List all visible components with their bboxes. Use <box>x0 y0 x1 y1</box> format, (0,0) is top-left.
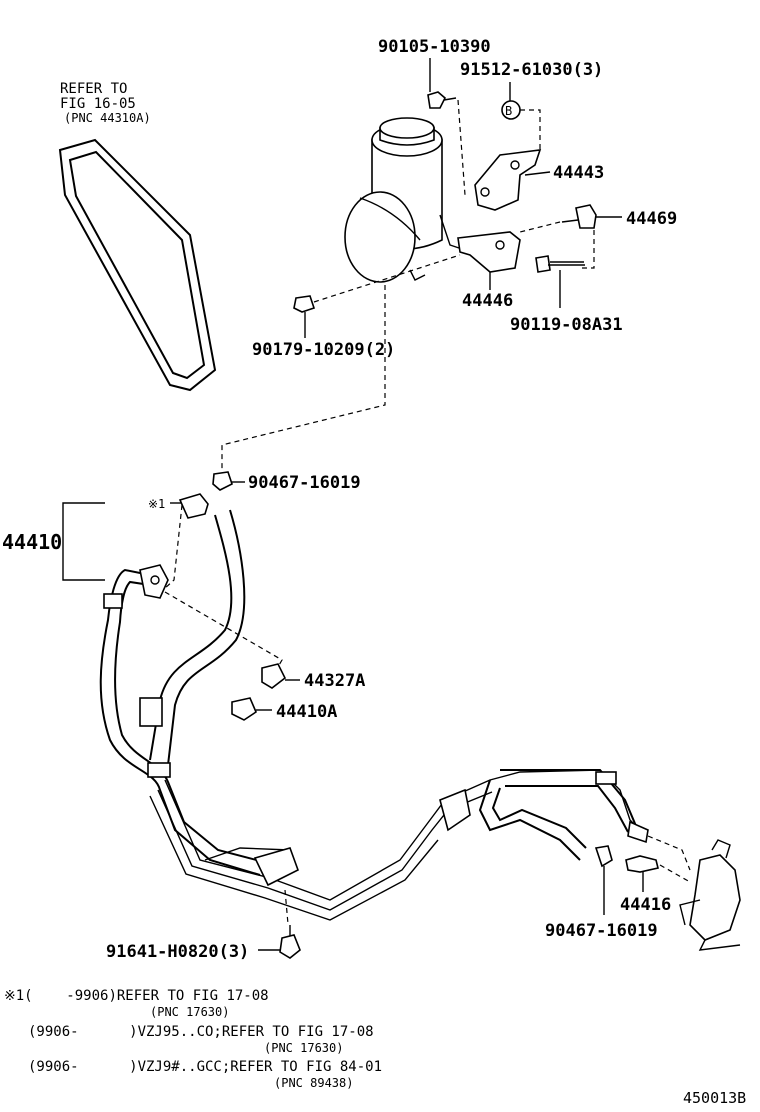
steering-gear <box>679 839 741 951</box>
bolt-90119 <box>535 255 585 273</box>
dash-91641 <box>284 889 289 925</box>
bolt-44469 <box>561 204 597 229</box>
footnotes: ※1( -9906)REFER TO FIG 17-08 (PNC 17630)… <box>4 988 382 1090</box>
note-2-line: (9906- )VZJ95..CO;REFER TO FIG 17-08 <box>28 1024 374 1040</box>
pressure-hose <box>99 568 265 876</box>
part-label-44416: 44416 <box>620 895 671 915</box>
part-label-90179-10209: 90179-10209(2) <box>252 340 395 360</box>
clip-90467-lower <box>594 845 613 868</box>
bracket-44443 <box>474 149 542 211</box>
belt-ref-line3: (PNC 44310A) <box>64 111 151 125</box>
dash-b-bracket <box>520 109 541 150</box>
steel-pipes <box>149 769 641 921</box>
part-44410a <box>231 697 257 721</box>
bolt-91641 <box>279 925 301 959</box>
fitting-star <box>178 493 209 519</box>
part-label-44410: 44410 <box>2 530 62 554</box>
note-1-line: ※1( -9906)REFER TO FIG 17-08 <box>4 988 269 1004</box>
pressure-pipe-end <box>500 769 649 844</box>
part-label-91512-61030: 91512-61030(3) <box>460 60 603 80</box>
marker-b-text: B <box>505 104 512 118</box>
part-label-90105-10390: 90105-10390 <box>378 37 491 57</box>
part-label-90467-16019-upper: 90467-16019 <box>248 473 361 493</box>
part-label-91641-H0820: 91641-H0820(3) <box>106 942 249 962</box>
belt-ref-line2: FIG 16-05 <box>60 96 136 112</box>
clip-90467-upper <box>212 471 233 491</box>
note-1-sub: (PNC 17630) <box>150 1005 229 1019</box>
dash-nut-to-bracket <box>313 254 461 303</box>
part-label-44410A: 44410A <box>276 702 337 722</box>
part-label-90119-08A31: 90119-08A31 <box>510 315 623 335</box>
part-label-44443: 44443 <box>553 163 604 183</box>
fitting-upper-joint <box>139 564 169 599</box>
dash-44416 <box>659 864 691 883</box>
part-44327a <box>261 663 287 689</box>
power-steering-pump <box>344 117 466 283</box>
part-label-44469: 44469 <box>626 209 677 229</box>
nut-90179 <box>293 295 316 313</box>
dash-pump-to-clip <box>221 285 386 470</box>
bracket-44410-outline <box>62 502 105 581</box>
hose-clamp-3 <box>147 762 171 778</box>
dash-44469 <box>580 230 595 269</box>
note-2-sub: (PNC 17630) <box>264 1041 343 1055</box>
part-label-90467-16019-lower: 90467-16019 <box>545 921 658 941</box>
return-hose <box>149 509 246 766</box>
bracket-44446 <box>457 231 521 273</box>
bolt-90105 <box>427 91 457 109</box>
dash-bolt-bracket <box>457 99 466 196</box>
gear-return-hose <box>478 779 587 861</box>
drive-belt <box>58 138 217 392</box>
part-label-44446: 44446 <box>462 291 513 311</box>
note-3-line: (9906- )VZJ9#..GCC;REFER TO FIG 84-01 <box>28 1059 382 1075</box>
pipe-clamp-center <box>253 847 299 887</box>
note-3-sub: (PNC 89438) <box>274 1076 353 1090</box>
part-label-44327A: 44327A <box>304 671 365 691</box>
star-mark: ※1 <box>148 497 165 511</box>
dash-bolt-to-bracket <box>519 221 561 233</box>
pipe-clamp-right <box>439 788 471 832</box>
belt-ref-line1: REFER TO <box>60 81 127 97</box>
dash-star-to-fitting <box>162 504 183 591</box>
diagram-id: 450013B <box>683 1089 746 1107</box>
hose-clamp-1 <box>103 593 123 609</box>
fitting-44416 <box>625 855 659 873</box>
leader-44443 <box>524 171 551 176</box>
dash-pressure-to-gear <box>647 835 691 871</box>
hose-clamp-2 <box>139 697 163 727</box>
